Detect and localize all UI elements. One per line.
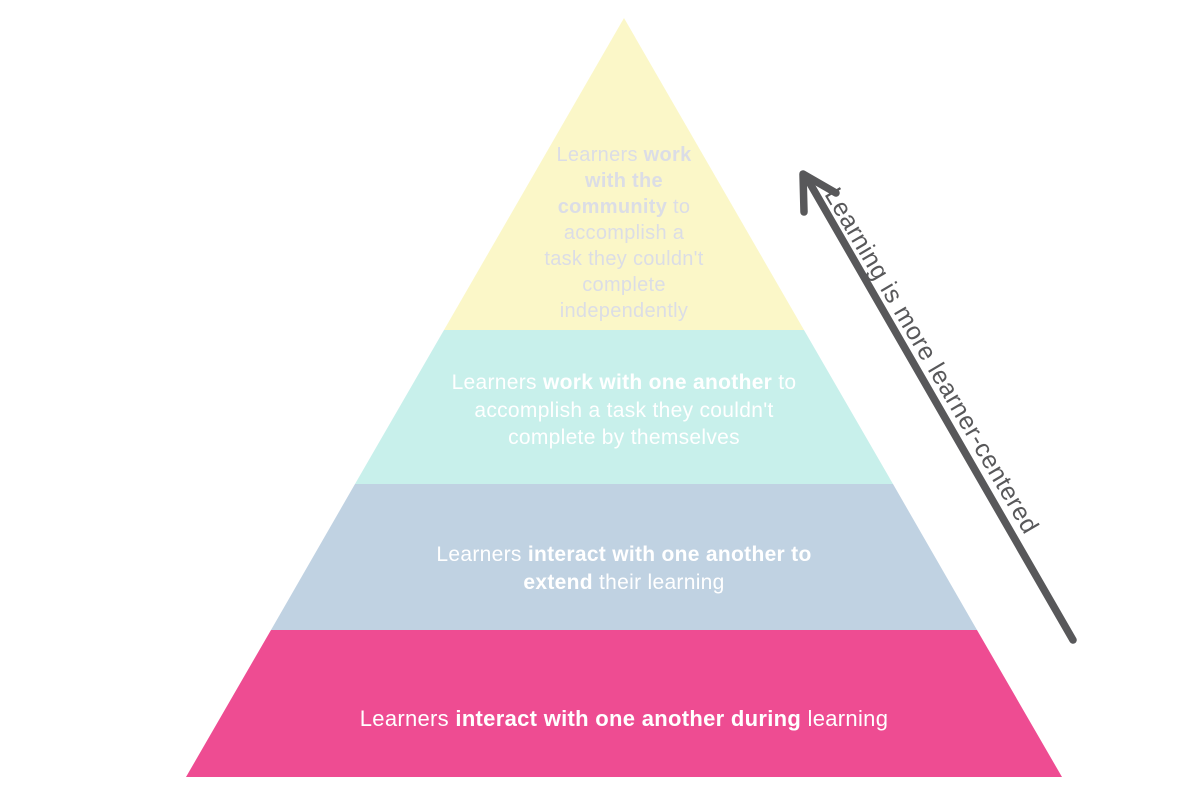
text-line: task they couldn't <box>464 246 784 272</box>
text-line: with the <box>464 168 784 194</box>
pyramid-level-2-text: Learners work with one another to accomp… <box>394 369 854 452</box>
text-segment-bold: with the <box>585 170 663 192</box>
text-segment: independently <box>559 300 689 322</box>
text-segment: learning <box>801 706 889 731</box>
text-segment: Learners <box>359 706 456 731</box>
text-segment-bold: extend <box>523 570 593 594</box>
pyramid-level-3-shape <box>271 484 977 630</box>
text-segment: their learning <box>592 570 725 594</box>
pyramid-level-3-text: Learners interact with one another to ex… <box>394 541 854 596</box>
text-segment: accomplish a task they couldn't <box>474 398 774 422</box>
pyramid-level-2-shape <box>355 330 893 484</box>
pyramid-level-1-text: Learners work with the community to acco… <box>464 142 784 324</box>
text-line: independently <box>464 298 784 324</box>
text-segment-bold: interact with one another to <box>527 543 812 566</box>
text-segment-bold: community <box>557 196 668 218</box>
text-segment: Learners <box>556 144 644 166</box>
text-segment: accomplish a <box>563 222 685 244</box>
text-segment: complete by themselves <box>508 426 740 449</box>
pyramid-level-1-shape <box>444 18 804 330</box>
text-line: Learners interact with one another to <box>394 541 854 569</box>
text-line: community to <box>464 194 784 220</box>
text-line: accomplish a task they couldn't <box>394 397 854 425</box>
text-segment-bold: work <box>643 144 692 166</box>
text-line: complete <box>464 272 784 298</box>
text-line: extend their learning <box>394 569 854 597</box>
text-segment: Learners <box>451 371 543 394</box>
text-segment: to <box>772 371 797 394</box>
text-segment-bold: interact with one another during <box>455 706 802 731</box>
pyramid-level-4-text: Learners interact with one another durin… <box>274 705 974 732</box>
text-segment: task they couldn't <box>544 248 704 270</box>
text-segment: to <box>667 196 691 218</box>
arrow-shaft <box>804 176 1077 644</box>
text-segment: Learners <box>436 543 528 566</box>
text-line: complete by themselves <box>394 424 854 452</box>
text-line: Learners work <box>464 142 784 168</box>
pyramid-level-4-shape <box>186 630 1062 777</box>
text-line: Learners work with one another to <box>394 369 854 397</box>
arrow-head-icon <box>799 170 840 216</box>
text-line: Learners interact with one another durin… <box>274 705 974 732</box>
text-segment: complete <box>582 274 666 296</box>
text-line: accomplish a <box>464 220 784 246</box>
text-segment-bold: work with one another <box>543 371 773 394</box>
